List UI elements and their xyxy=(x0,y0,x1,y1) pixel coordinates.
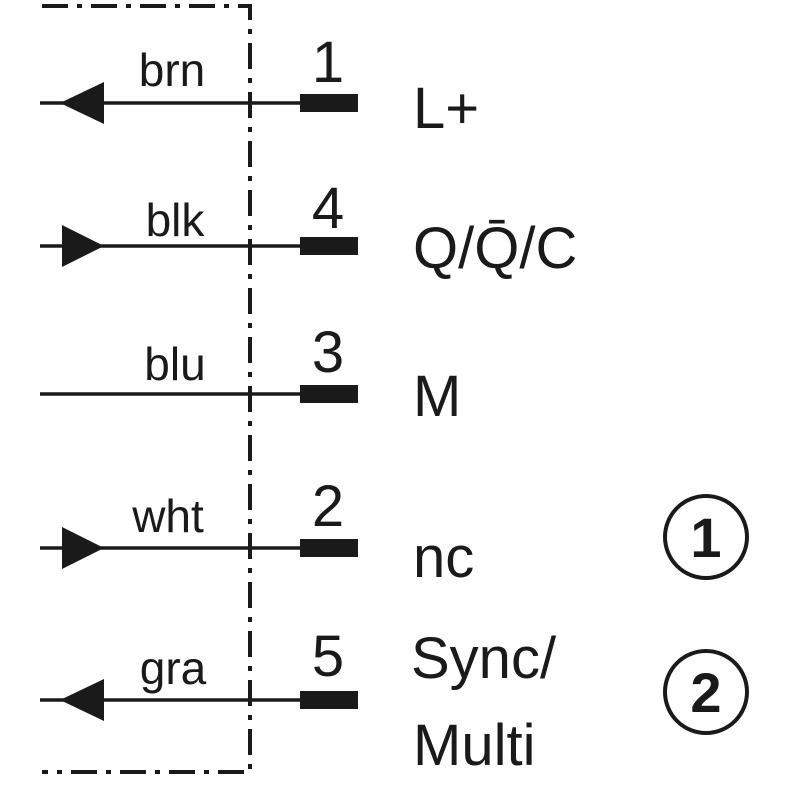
footnote-number: 2 xyxy=(690,661,721,724)
wire-color-label: blk xyxy=(146,194,206,246)
arrow-left-icon xyxy=(60,82,104,124)
signal-label: L+ xyxy=(413,76,479,141)
arrow-left-icon xyxy=(60,679,104,721)
signal-label: Sync/ xyxy=(411,626,557,691)
signal-label: Q/Q̄/C xyxy=(413,216,577,281)
wire-color-label: gra xyxy=(140,642,207,694)
arrow-right-icon xyxy=(62,225,104,267)
arrow-right-icon xyxy=(62,527,104,569)
pin-row-3: blu 3 M xyxy=(40,320,461,429)
pin-number: 2 xyxy=(312,474,344,539)
pin-number: 1 xyxy=(312,30,344,95)
pin-number: 4 xyxy=(312,176,344,241)
pin-terminal xyxy=(300,539,358,557)
pin-terminal xyxy=(300,94,358,112)
footnote-marker-2 xyxy=(663,649,749,735)
pin-row-2: blk 4 Q/Q̄/C xyxy=(40,176,577,281)
pin-row-4: wht 2 nc 1 xyxy=(40,474,749,590)
footnote-number: 1 xyxy=(690,506,721,569)
pin-terminal xyxy=(300,237,358,255)
housing-outline xyxy=(42,4,252,774)
pin-number: 5 xyxy=(312,624,344,689)
pin-row-1: brn 1 L+ xyxy=(40,30,479,141)
wire-color-label: blu xyxy=(144,338,205,390)
pin-terminal xyxy=(300,385,358,403)
footnote-marker-1 xyxy=(663,494,749,580)
wire-color-label: wht xyxy=(131,490,204,542)
pin-row-5: gra 5 Sync/ Multi 2 xyxy=(40,624,749,778)
pin-number: 3 xyxy=(312,320,344,385)
signal-label-line2: Multi xyxy=(413,713,535,778)
pin-terminal xyxy=(300,691,358,709)
wire-color-label: brn xyxy=(139,44,205,96)
signal-label: M xyxy=(413,364,461,429)
signal-label: nc xyxy=(413,525,474,590)
